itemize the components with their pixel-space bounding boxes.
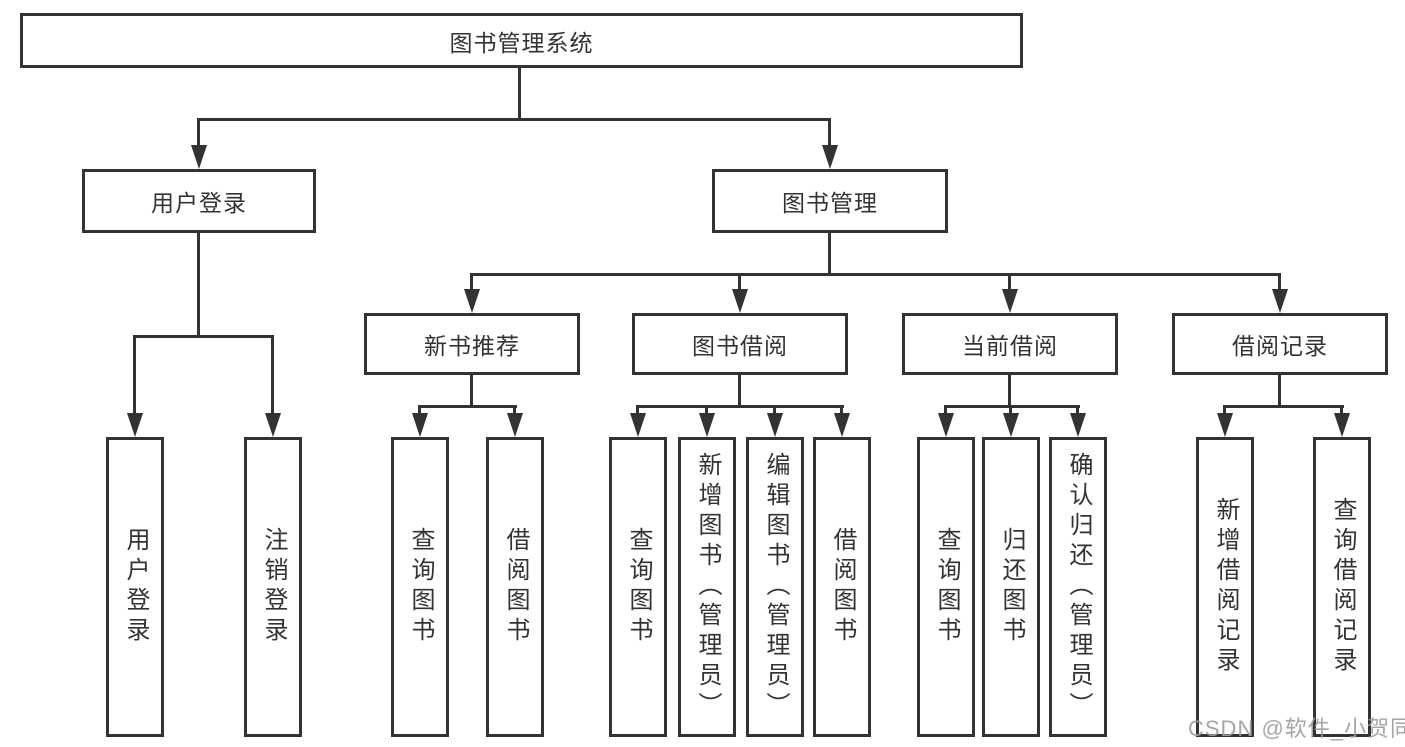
- connector-line: [1008, 375, 1011, 407]
- node-current-borrowing: 当前借阅: [902, 313, 1118, 375]
- connector-line: [470, 375, 473, 407]
- arrow-down-icon: [699, 413, 715, 437]
- leaf-query-borrow-record: 查询借阅记录: [1313, 437, 1371, 737]
- connector-line: [1278, 273, 1281, 291]
- node-borrow-records: 借阅记录: [1172, 313, 1388, 375]
- leaf-query-books-3: 查询图书: [917, 437, 975, 737]
- leaf-add-borrow-record: 新增借阅记录: [1196, 437, 1254, 737]
- connector-line: [738, 375, 741, 407]
- node-book-borrowing: 图书借阅: [632, 313, 848, 375]
- arrow-down-icon: [1070, 413, 1086, 437]
- connector-line: [828, 118, 831, 148]
- node-book-management: 图书管理: [712, 169, 948, 233]
- arrow-down-icon: [191, 145, 207, 169]
- arrow-down-icon: [412, 413, 428, 437]
- connector-line: [197, 118, 831, 121]
- connector-line: [418, 405, 421, 415]
- arrow-down-icon: [732, 289, 748, 313]
- arrow-down-icon: [507, 413, 523, 437]
- connector-line: [419, 405, 517, 408]
- connector-line: [705, 405, 708, 415]
- connector-line: [738, 273, 741, 291]
- leaf-logout: 注销登录: [244, 437, 302, 737]
- leaf-confirm-return-admin: 确认归还（管理员）: [1049, 437, 1107, 737]
- node-new-book-recommend: 新书推荐: [364, 313, 580, 375]
- arrow-down-icon: [127, 413, 143, 437]
- arrow-down-icon: [822, 145, 838, 169]
- connector-line: [1278, 375, 1281, 407]
- leaf-query-books-2: 查询图书: [609, 437, 667, 737]
- connector-line: [197, 118, 200, 148]
- connector-line: [1076, 405, 1079, 415]
- connector-line: [1223, 405, 1226, 415]
- connector-line: [133, 335, 136, 415]
- leaf-query-books-1: 查询图书: [391, 437, 449, 737]
- node-root: 图书管理系统: [20, 13, 1023, 68]
- connector-line: [197, 233, 200, 335]
- leaf-user-login: 用户登录: [106, 437, 164, 737]
- connector-line: [1008, 273, 1011, 291]
- leaf-borrow-books-1: 借阅图书: [486, 437, 544, 737]
- arrow-down-icon: [767, 413, 783, 437]
- connector-line: [470, 273, 1281, 276]
- arrow-down-icon: [630, 413, 646, 437]
- leaf-add-books-admin: 新增图书（管理员）: [678, 437, 736, 737]
- watermark: CSDN @软件_小贺同学: [1188, 716, 1405, 741]
- connector-line: [470, 273, 473, 291]
- connector-line: [133, 335, 274, 338]
- leaf-borrow-books-2: 借阅图书: [813, 437, 871, 737]
- connector-line: [773, 405, 776, 415]
- arrow-down-icon: [1003, 413, 1019, 437]
- arrow-down-icon: [265, 413, 281, 437]
- arrow-down-icon: [938, 413, 954, 437]
- connector-line: [1340, 405, 1343, 415]
- arrow-down-icon: [1272, 289, 1288, 313]
- connector-line: [1223, 405, 1344, 408]
- arrow-down-icon: [1334, 413, 1350, 437]
- arrow-down-icon: [834, 413, 850, 437]
- connector-line: [944, 405, 947, 415]
- arrow-down-icon: [1217, 413, 1233, 437]
- connector-line: [513, 405, 516, 415]
- connector-line: [944, 405, 1080, 408]
- arrow-down-icon: [464, 289, 480, 313]
- connector-line: [518, 68, 521, 118]
- arrow-down-icon: [1002, 289, 1018, 313]
- leaf-return-books: 归还图书: [982, 437, 1040, 737]
- node-user-login: 用户登录: [82, 169, 316, 233]
- connector-line: [271, 335, 274, 415]
- connector-line: [636, 405, 639, 415]
- connector-line: [1009, 405, 1012, 415]
- connector-line: [636, 405, 844, 408]
- leaf-edit-books-admin: 编辑图书（管理员）: [746, 437, 804, 737]
- connector-line: [828, 233, 831, 275]
- connector-line: [840, 405, 843, 415]
